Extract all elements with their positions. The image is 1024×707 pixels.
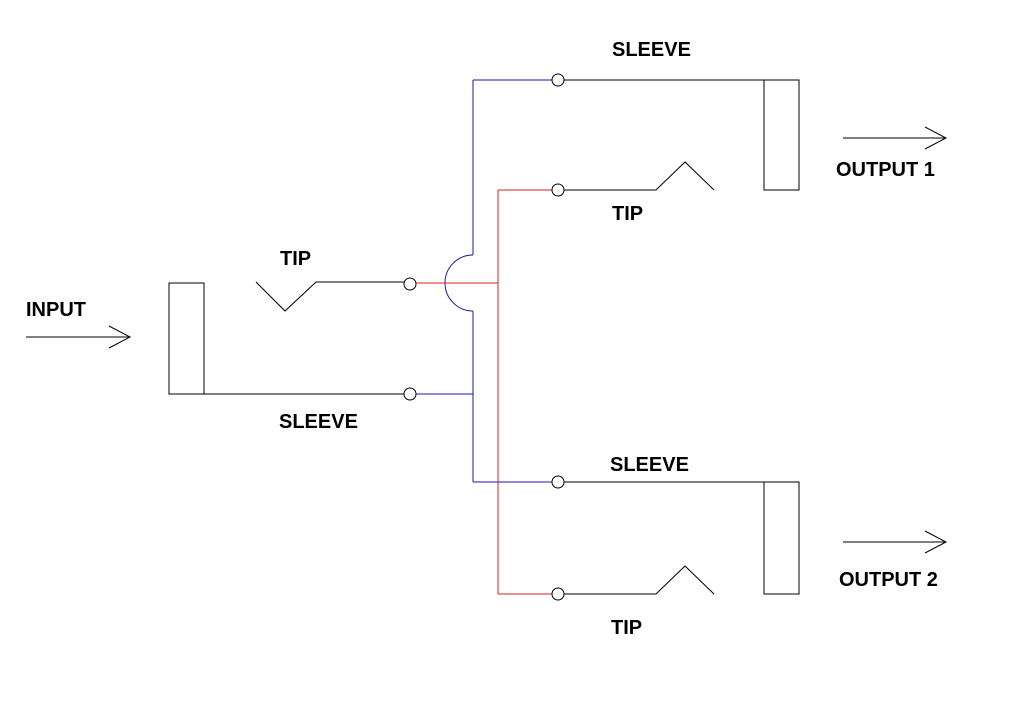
output2-tip-terminal bbox=[551, 587, 565, 601]
output2-arrow bbox=[843, 530, 948, 554]
sleeve-wiring bbox=[416, 79, 552, 483]
input-tip-label: TIP bbox=[280, 248, 312, 270]
output1-tip-terminal bbox=[551, 183, 565, 197]
output2-sleeve-label: SLEEVE bbox=[610, 454, 689, 476]
input-label: INPUT bbox=[26, 299, 86, 321]
input-jack-body bbox=[168, 282, 205, 395]
output1-tip-label: TIP bbox=[612, 203, 644, 225]
input-sleeve-terminal bbox=[403, 387, 417, 401]
output1-sleeve-terminal bbox=[551, 73, 565, 87]
tip-wiring bbox=[416, 189, 552, 595]
input-arrow bbox=[26, 325, 132, 349]
output1-label: OUTPUT 1 bbox=[836, 159, 935, 181]
output2-tip-label: TIP bbox=[611, 617, 643, 639]
output2-sleeve-terminal bbox=[551, 475, 565, 489]
output2-tip-contact bbox=[564, 565, 715, 595]
output1-tip-contact bbox=[564, 161, 715, 191]
output1-jack-body bbox=[763, 79, 800, 191]
output1-arrow bbox=[843, 126, 948, 150]
input-tip-terminal bbox=[403, 277, 417, 291]
output2-jack-body bbox=[763, 481, 800, 595]
input-sleeve-label: SLEEVE bbox=[279, 411, 358, 433]
input-tip-contact bbox=[255, 281, 404, 312]
output1-sleeve-label: SLEEVE bbox=[612, 39, 691, 61]
output2-label: OUTPUT 2 bbox=[839, 569, 938, 591]
